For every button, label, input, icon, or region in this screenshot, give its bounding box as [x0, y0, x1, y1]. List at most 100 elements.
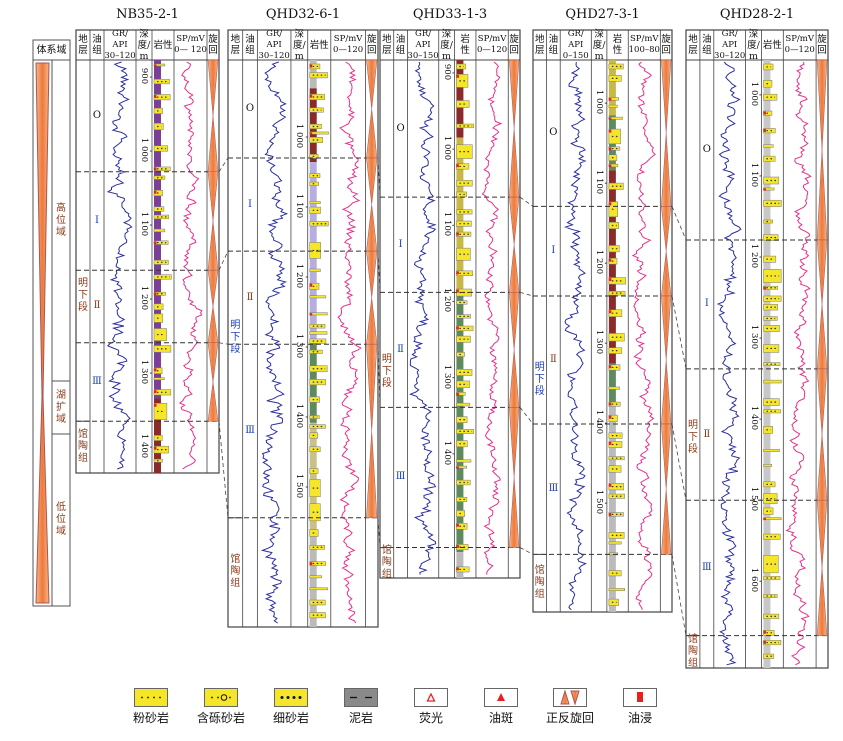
sand-bed: [456, 123, 474, 129]
cycle-triangle-down: [366, 250, 378, 298]
depth-label: 1 000: [594, 90, 605, 115]
oil-show: [608, 278, 612, 282]
lithology-background: [608, 170, 616, 364]
sand-bed: [608, 598, 619, 606]
header-depth: 深 度/ m: [440, 28, 453, 62]
correlation-line: [377, 517, 381, 548]
oil-show: [763, 111, 766, 115]
sand-bed: [763, 295, 782, 302]
oil-show: [763, 188, 766, 191]
sand-bed: [763, 426, 773, 434]
cycle-triangle-down: [661, 295, 672, 361]
cycle-triangle-down: [508, 59, 520, 129]
sand-bed: [153, 175, 166, 180]
cycle-triangle-down: [661, 206, 672, 252]
siltstone-swatch: [134, 688, 168, 707]
sequence-header: 体系域: [36, 44, 67, 56]
sand-bed: [763, 481, 776, 488]
oil-show: [608, 147, 612, 151]
oil-show: [763, 286, 766, 290]
cycle-swatch: [553, 688, 587, 707]
header-lith: 岩性: [762, 39, 782, 51]
sand-bed: [608, 245, 620, 253]
sand-bed: [456, 100, 470, 108]
sand-bed: [456, 247, 471, 261]
dot: [211, 696, 213, 699]
header-cycle: 旋 回: [208, 34, 218, 56]
oil-spot-icon: [497, 693, 505, 701]
oil-show: [309, 562, 313, 566]
dot: [159, 696, 161, 699]
sand-bed: [309, 123, 322, 129]
depth-label: 1 300: [748, 324, 759, 350]
fine-sandstone-icon: [280, 696, 302, 699]
oil-show: [154, 241, 157, 245]
header-sp: SP/mV 0—120: [333, 34, 364, 55]
mudstone-swatch: [344, 688, 378, 707]
lithology-background: [309, 530, 317, 627]
sand-bed: [608, 104, 618, 108]
sand-bed: [608, 465, 622, 473]
oil-show: [763, 518, 766, 521]
sand-bed: [608, 386, 620, 390]
cycle-triangle-down: [366, 343, 378, 432]
sand-bed: [763, 464, 773, 467]
sand-bed: [309, 446, 321, 452]
depth-label: 1 100: [594, 170, 605, 195]
sand-bed: [309, 201, 321, 204]
gr-curve: [260, 61, 289, 624]
legend-item-fine-sandstone: 细砂岩: [261, 688, 321, 726]
cycle-triangle-up: [508, 477, 520, 548]
depth-label: 1 200: [294, 263, 305, 289]
cycle-triangle-down: [508, 196, 520, 245]
triangle-outline: [426, 692, 436, 702]
oil-show: [608, 117, 612, 120]
oil-show: [608, 98, 612, 101]
cycle-triangle-down: [207, 342, 219, 382]
sand-bed: [153, 377, 165, 381]
correlation-line: [671, 554, 687, 636]
cycle-triangle-up: [366, 430, 378, 519]
sand-bed: [763, 640, 782, 646]
correlation-line: [218, 250, 229, 271]
sand-bed: [763, 144, 774, 148]
sand-bed: [608, 222, 619, 230]
oil-show: [608, 415, 612, 419]
oil-group-label: Ⅰ: [704, 298, 709, 310]
well-name: QHD27-3-1: [565, 7, 640, 22]
legend-item-pebbly-sandstone: 含砾砂岩: [191, 688, 251, 726]
cycle-triangle-down: [508, 407, 520, 478]
header-depth: 深 度/ m: [292, 28, 306, 62]
legend-label: 正反旋回: [545, 711, 594, 725]
header-depth: 深 度/ m: [747, 28, 760, 62]
legend-label: 荧光: [418, 711, 443, 725]
oil-spot-swatch: [484, 688, 518, 707]
sand-bed: [763, 517, 782, 520]
siltstone-icon: [141, 696, 161, 699]
oil-group-label: O: [245, 103, 255, 114]
formation-label-guantao: 馆 陶 组: [687, 633, 698, 669]
depth-label: 1 300: [441, 364, 452, 389]
sand-bed: [309, 349, 323, 354]
sand-bed: [763, 507, 774, 515]
sand-bed: [309, 206, 321, 214]
oil-show: [608, 513, 612, 517]
formation-label-minghuazhen: 明 下 段: [687, 419, 698, 455]
well-name: NB35-2-1: [116, 7, 179, 22]
sand-bed: [763, 594, 778, 598]
oil-group-label: O: [396, 122, 405, 134]
formation-label-minghuazhen: 明 下 段: [534, 362, 545, 398]
sand-bed: [309, 331, 328, 335]
depth-label: 1 200: [139, 285, 149, 311]
dot: [217, 696, 219, 699]
oil-show: [456, 232, 459, 236]
cycle-triangle-up: [661, 489, 672, 555]
sand-bed: [456, 496, 468, 502]
oil-show: [608, 129, 612, 133]
sand-bed: [763, 379, 782, 384]
dot: [286, 696, 290, 699]
depth-label: 1 400: [748, 405, 759, 431]
correlation-line: [218, 342, 229, 345]
sand-bed: [309, 587, 328, 591]
dot: [147, 696, 149, 699]
